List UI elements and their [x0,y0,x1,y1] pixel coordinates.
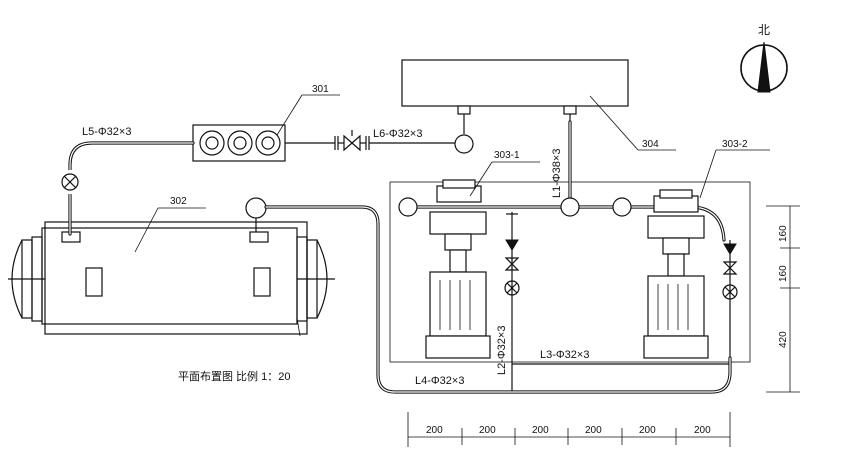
pump-303-1 [425,179,491,359]
label-pipe-l2: L2-Φ32×3 [496,326,508,375]
leader-302 [134,207,159,253]
label-pipe-l5: L5-Φ32×3 [82,126,131,138]
pump-303-2 [643,189,709,359]
dim-v-1: 160 [778,225,789,242]
valve-set-right [722,240,738,358]
label-pipe-l6: L6-Φ32×3 [373,128,422,140]
dimension-vertical: 160 160 420 [766,205,800,393]
leader-301 [276,94,303,136]
dim-h-4: 200 [585,425,602,436]
fitting-left [398,197,418,217]
north-label: 北 [758,23,770,37]
valve-l5 [60,170,80,194]
dim-v-3: 420 [778,331,789,348]
tank-304 [401,59,629,154]
label-pipe-l3: L3-Φ32×3 [540,349,589,361]
dim-h-3: 200 [532,425,549,436]
tag-304: 304 [642,139,659,150]
leader-303-1 [469,161,493,197]
fitting-center [560,197,580,217]
leader-304 [589,95,639,151]
north-arrow: 北 [740,23,788,93]
leader-303-2 [699,149,717,199]
dim-h-5: 200 [639,425,656,436]
dim-h-6: 200 [694,425,711,436]
pipe-l2 [504,212,520,392]
tag-303-1: 303-1 [494,150,520,161]
pipe-l5 [68,141,195,236]
label-pipe-l1: L1-Φ38×3 [551,149,563,198]
heat-exchanger-302 [8,197,335,337]
dim-h-1: 200 [426,425,443,436]
dim-v-2: 160 [778,265,789,282]
pipe-l4 [264,205,732,394]
tag-301: 301 [312,84,329,95]
tag-302: 302 [170,196,187,207]
dimension-horizontal: 200 200 200 200 200 200 [407,412,731,447]
fitting-right [612,197,632,217]
pipe-l6 [285,130,455,152]
caption: 平面布置图 比例 1：20 [178,369,290,383]
tag-303-2: 303-2 [722,139,748,150]
label-pipe-l4: L4-Φ32×3 [415,375,464,387]
filter-301 [192,124,286,162]
dim-h-2: 200 [479,425,496,436]
